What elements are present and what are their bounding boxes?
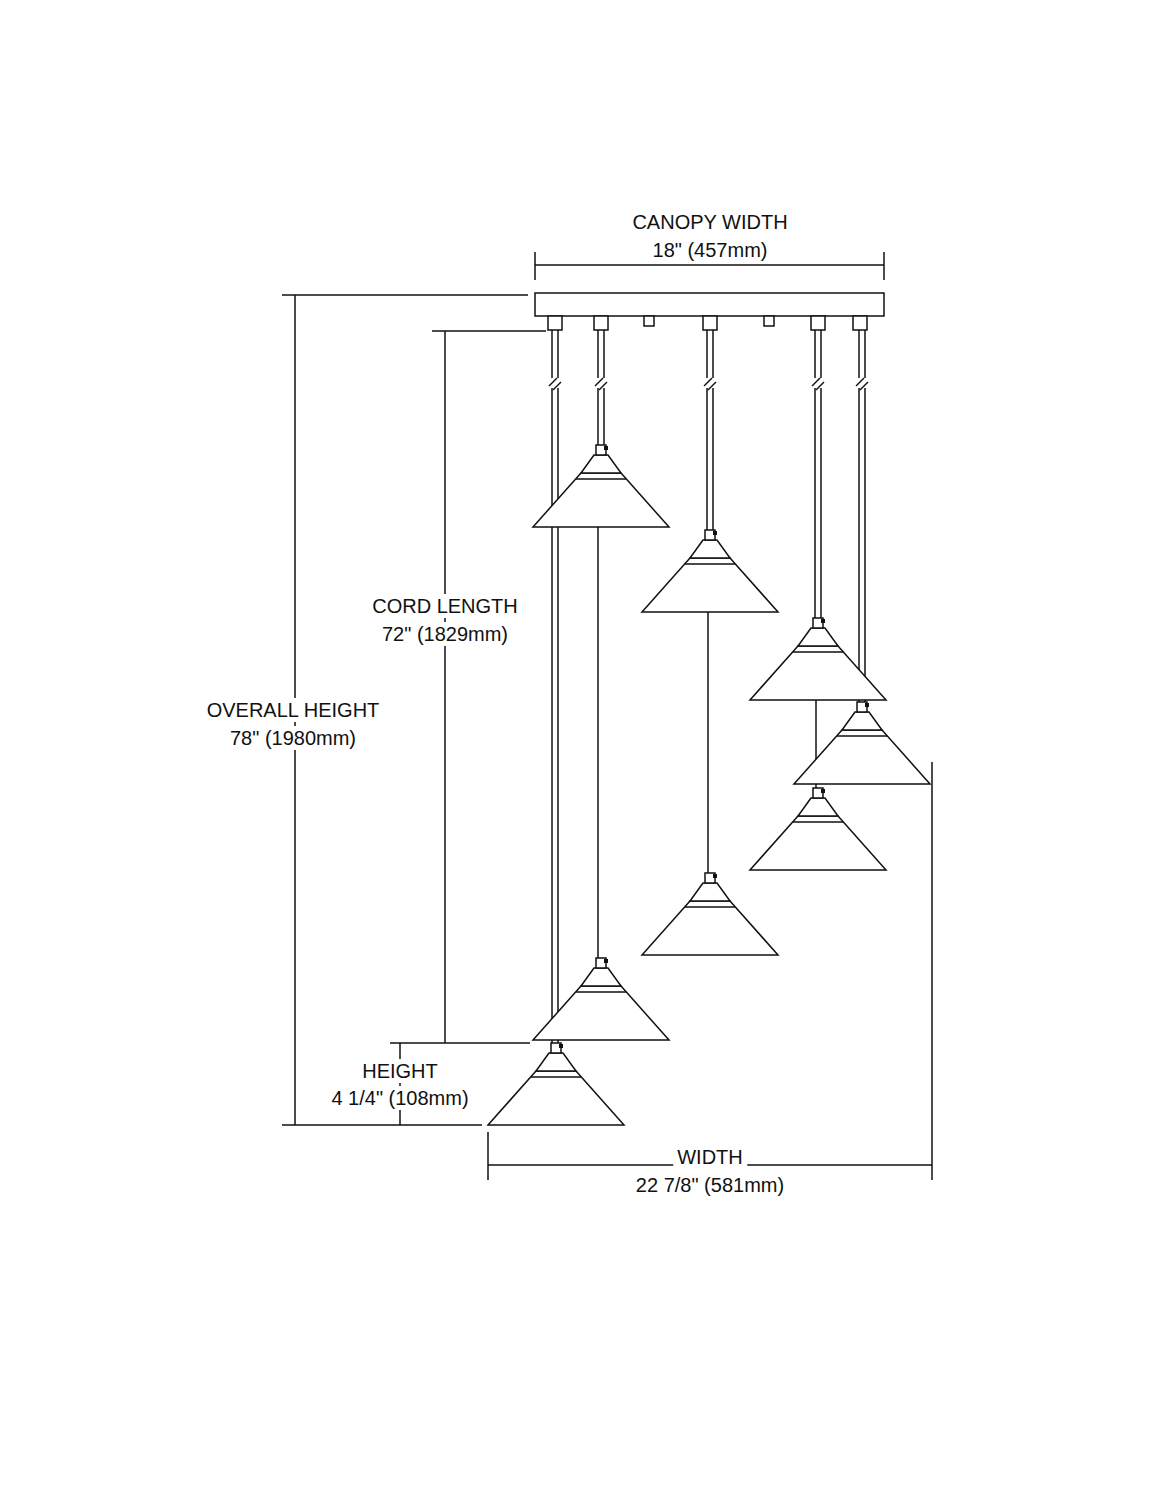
pendant-shade (488, 1043, 624, 1125)
break-mark (811, 378, 825, 390)
dimension-label: 78" (1980mm) (226, 726, 360, 750)
cord (706, 330, 708, 530)
pendant-shade (750, 618, 886, 700)
cord (557, 330, 559, 1043)
cord (820, 330, 822, 618)
dimension-label: CANOPY WIDTH (628, 210, 791, 234)
pendant-shade (750, 788, 886, 870)
dimension-label: 72" (1829mm) (378, 622, 512, 646)
pendant-shade (794, 702, 930, 784)
cord (712, 330, 714, 530)
pendant-shades (488, 445, 930, 1125)
canopy (535, 293, 884, 330)
dimension-label: 22 7/8" (581mm) (632, 1173, 788, 1197)
cord (597, 330, 599, 958)
break-mark (594, 378, 608, 390)
cord (707, 612, 709, 873)
pendant-shade (642, 530, 778, 612)
pendant-shade (533, 958, 669, 1040)
pendant-shade (533, 445, 669, 527)
cord (814, 330, 816, 618)
dimension-label: WIDTH (673, 1145, 747, 1169)
dimension-label: 18" (457mm) (649, 238, 772, 262)
dimension-label: 4 1/4" (108mm) (327, 1086, 472, 1110)
dimension-label: CORD LENGTH (368, 594, 522, 618)
dimension-label: HEIGHT (358, 1059, 442, 1083)
break-mark (548, 378, 562, 390)
cord (551, 330, 553, 1043)
dimension-label: OVERALL HEIGHT (203, 698, 384, 722)
pendant-shade (642, 873, 778, 955)
break-mark (855, 378, 869, 390)
break-mark (703, 378, 717, 390)
